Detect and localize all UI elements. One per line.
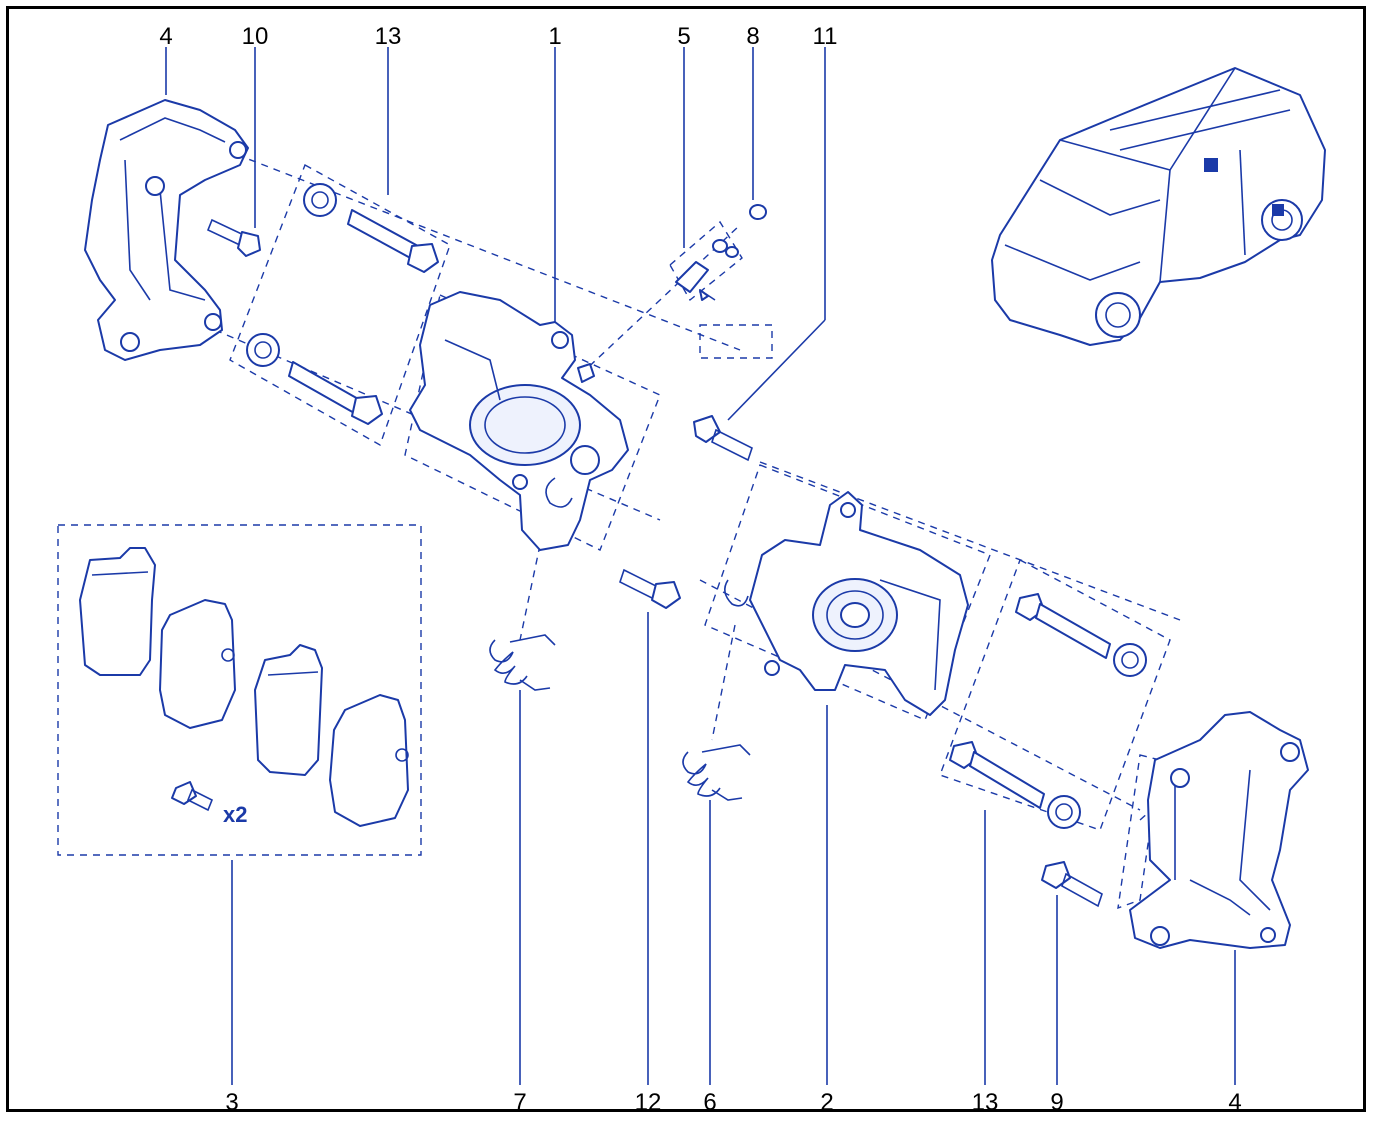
spring-6 bbox=[682, 744, 751, 801]
callout-numbers: 4 10 13 1 5 8 11 3 7 12 6 2 13 9 4 bbox=[159, 23, 1241, 1116]
brake-pad-set-box bbox=[57, 524, 422, 856]
callout-1: 1 bbox=[548, 23, 561, 50]
callout-8: 8 bbox=[746, 23, 759, 50]
callout-4-bottom: 4 bbox=[1228, 1089, 1241, 1116]
callout-2: 2 bbox=[820, 1089, 833, 1116]
bolt-9 bbox=[1041, 861, 1103, 908]
caliper-right bbox=[724, 491, 969, 716]
callout-leader-lines bbox=[165, 47, 1236, 1085]
guide-pin-kit-bottom bbox=[949, 593, 1147, 829]
bleed-screw-kit bbox=[675, 239, 739, 301]
callout-13-bottom: 13 bbox=[972, 1089, 999, 1116]
callout-9: 9 bbox=[1050, 1089, 1063, 1116]
bleed-kit-empty-box bbox=[699, 324, 773, 359]
callout-6: 6 bbox=[703, 1089, 716, 1116]
bolt-kit-13-top-box bbox=[229, 163, 451, 447]
bolt-12 bbox=[619, 568, 681, 609]
callout-5: 5 bbox=[677, 23, 690, 50]
bolt-11 bbox=[693, 415, 753, 462]
van-location-illustration bbox=[991, 67, 1326, 346]
bleed-kit-5-box bbox=[669, 220, 743, 302]
callout-10: 10 bbox=[242, 23, 269, 50]
callout-4-top: 4 bbox=[159, 23, 172, 50]
caliper-left bbox=[409, 291, 629, 551]
callout-3: 3 bbox=[225, 1089, 238, 1116]
pads-quantity-label: x2 bbox=[223, 802, 247, 827]
callout-12: 12 bbox=[635, 1089, 662, 1116]
guide-pin-kit-top bbox=[246, 183, 439, 425]
caliper-carrier-bracket-top bbox=[84, 99, 249, 361]
caliper-carrier-bracket-bottom bbox=[1129, 711, 1309, 949]
callout-7: 7 bbox=[513, 1089, 526, 1116]
bolt-10 bbox=[206, 218, 261, 257]
callout-11: 11 bbox=[813, 23, 838, 50]
carrier-4-bottom-box bbox=[1117, 754, 1161, 910]
caliper-2-box bbox=[704, 464, 991, 721]
diagram-frame bbox=[6, 6, 1366, 1112]
brake-pad-set: x2 bbox=[79, 547, 409, 827]
bleed-cap-8 bbox=[749, 204, 767, 220]
callout-13-top: 13 bbox=[375, 23, 402, 50]
spring-7 bbox=[489, 634, 556, 691]
